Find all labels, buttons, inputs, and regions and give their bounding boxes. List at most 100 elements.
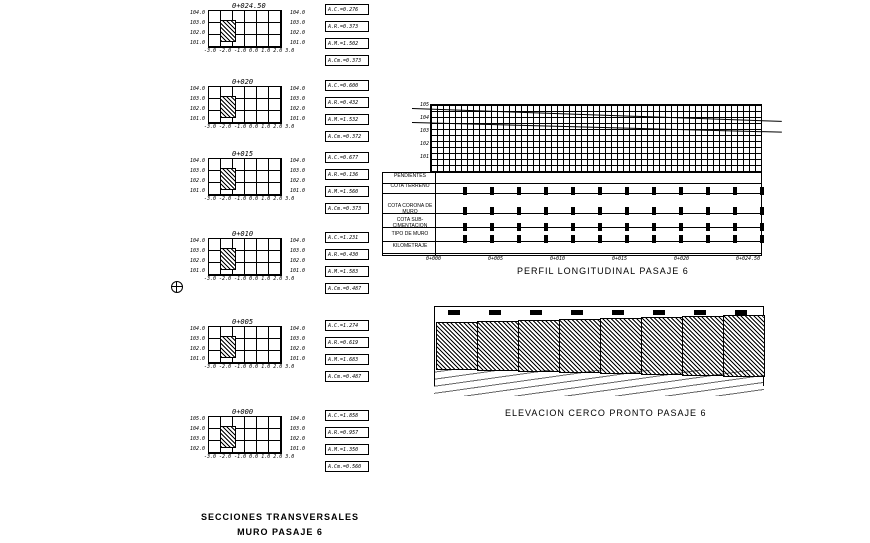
profile-mark: [598, 223, 602, 231]
section-area-value: A.C.=0.677: [325, 152, 369, 163]
profile-row-label: PENDIENTES: [394, 173, 426, 179]
sections-title: SECCIONES TRANSVERSALES: [200, 512, 360, 522]
fence-panel: [436, 322, 478, 370]
fence-panel: [641, 317, 683, 375]
section-elevation-left: 103.0: [190, 168, 206, 174]
profile-station-label: 0+005: [488, 256, 504, 262]
profile-mark: [598, 207, 602, 215]
section-elevation-left: 101.0: [190, 356, 206, 362]
section-elevation-right: 103.0: [290, 336, 306, 342]
section-wall: [220, 336, 236, 358]
section-elevation-left: 101.0: [190, 40, 206, 46]
profile-mark: [490, 235, 494, 243]
section-wall: [220, 168, 236, 190]
fence-post-cap: [653, 310, 665, 315]
section-elevation-left: 102.0: [190, 30, 206, 36]
fence-panel: [477, 321, 519, 371]
profile-mark: [625, 207, 629, 215]
section-elevation-right: 102.0: [290, 436, 306, 442]
profile-mark: [490, 223, 494, 231]
section-x-axis: -3.0 -2.0 -1.0 0.0 1.0 2.0 3.0: [204, 364, 295, 370]
profile-mark: [760, 235, 764, 243]
profile-mark: [598, 235, 602, 243]
section-elevation-left: 102.0: [190, 446, 206, 452]
section-area-value: A.R.=0.957: [325, 427, 369, 438]
profile-mark: [544, 223, 548, 231]
section-area-value: A.C.=0.276: [325, 4, 369, 15]
profile-mark: [463, 223, 467, 231]
fence-panel: [518, 320, 560, 372]
profile-mark: [706, 223, 710, 231]
section-elevation-right: 104.0: [290, 10, 306, 16]
section-elevation-left: 104.0: [190, 426, 206, 432]
fence-panel: [600, 318, 642, 374]
fence-post-cap: [530, 310, 542, 315]
section-elevation-left: 103.0: [190, 436, 206, 442]
section-elevation-right: 101.0: [290, 446, 306, 452]
section-elevation-left: 103.0: [190, 20, 206, 26]
section-elevation-left: 104.0: [190, 158, 206, 164]
section-elevation-left: 104.0: [190, 238, 206, 244]
section-x-axis: -3.0 -2.0 -1.0 0.0 1.0 2.0 3.0: [204, 48, 295, 54]
profile-mark: [625, 223, 629, 231]
ground-hatch: [434, 370, 764, 396]
section-area-value: A.C.=0.600: [325, 80, 369, 91]
section-elevation-right: 101.0: [290, 116, 306, 122]
section-elevation-right: 101.0: [290, 188, 306, 194]
profile-mark: [760, 187, 764, 195]
section-area-value: A.Cm.=0.373: [325, 55, 369, 66]
section-elevation-left: 101.0: [190, 188, 206, 194]
section-area-value: A.Cm.=0.373: [325, 203, 369, 214]
fence-post-cap: [735, 310, 747, 315]
section-x-axis: -3.0 -2.0 -1.0 0.0 1.0 2.0 3.0: [204, 454, 295, 460]
section-wall: [220, 96, 236, 118]
section-elevation-right: 104.0: [290, 238, 306, 244]
profile-grid: [430, 104, 762, 172]
profile-mark: [733, 207, 737, 215]
profile-mark: [733, 187, 737, 195]
profile-mark: [571, 223, 575, 231]
section-elevation-left: 102.0: [190, 346, 206, 352]
profile-mark: [598, 187, 602, 195]
profile-mark: [733, 223, 737, 231]
profile-mark: [463, 187, 467, 195]
profile-mark: [706, 187, 710, 195]
section-station: 0+020: [232, 78, 254, 86]
fence-post-cap: [612, 310, 624, 315]
fence-post-cap: [694, 310, 706, 315]
section-elevation-right: 104.0: [290, 86, 306, 92]
section-area-value: A.R.=0.430: [325, 249, 369, 260]
profile-row-divider: [383, 183, 761, 184]
section-elevation-right: 103.0: [290, 426, 306, 432]
section-station: 0+000: [232, 408, 254, 416]
section-elevation-right: 101.0: [290, 356, 306, 362]
section-elevation-left: 102.0: [190, 178, 206, 184]
profile-title: PERFIL LONGITUDINAL PASAJE 6: [517, 266, 689, 276]
section-area-value: A.Cm.=0.560: [325, 461, 369, 472]
section-elevation-right: 103.0: [290, 20, 306, 26]
section-station: 0+024.50: [232, 2, 266, 10]
section-elevation-right: 102.0: [290, 178, 306, 184]
section-area-value: A.M.=1.583: [325, 266, 369, 277]
section-area-value: A.R.=0.619: [325, 337, 369, 348]
profile-mark: [760, 223, 764, 231]
section-elevation-right: 101.0: [290, 40, 306, 46]
section-elevation-right: 104.0: [290, 158, 306, 164]
profile-row-label: KILOMETRAJE: [392, 243, 428, 249]
profile-mark: [706, 207, 710, 215]
profile-elevation-label: 101: [420, 154, 430, 160]
profile-mark: [517, 207, 521, 215]
section-station: 0+010: [232, 230, 254, 238]
section-x-axis: -3.0 -2.0 -1.0 0.0 1.0 2.0 3.0: [204, 196, 295, 202]
section-elevation-left: 102.0: [190, 106, 206, 112]
section-elevation-left: 103.0: [190, 96, 206, 102]
profile-mark: [544, 235, 548, 243]
profile-elevation-label: 105: [420, 102, 430, 108]
